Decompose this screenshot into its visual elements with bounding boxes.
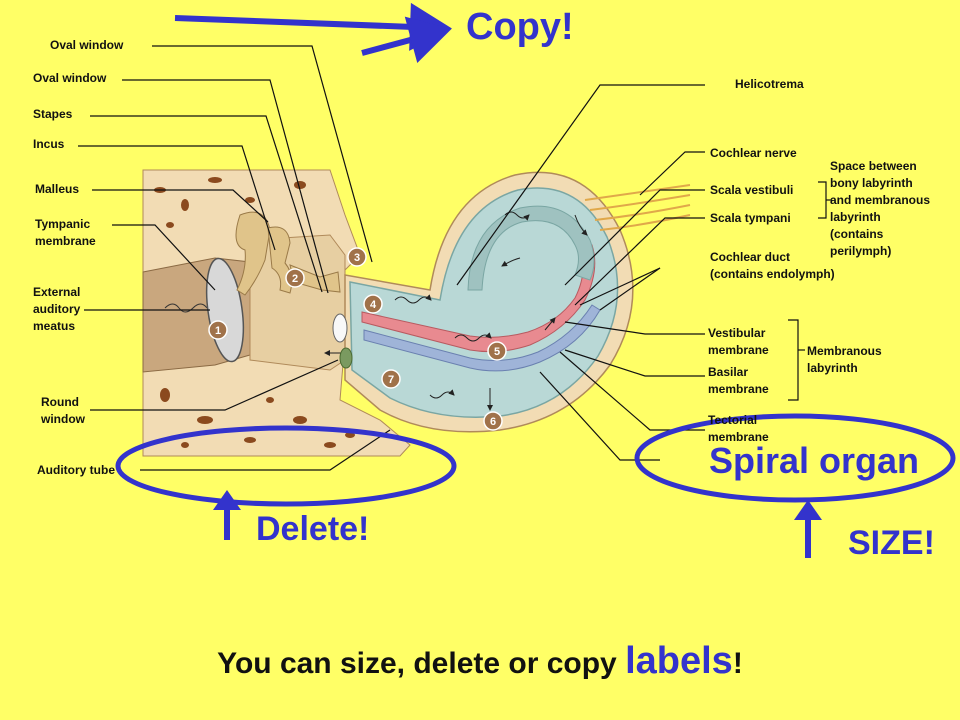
copy-callout: Copy! [466, 6, 574, 48]
label-round-window-line2: window [41, 412, 85, 426]
label-spiral-organ[interactable]: Spiral organ [709, 440, 920, 481]
label-oval-window-1[interactable]: Oval window [50, 38, 124, 52]
label-space-between[interactable]: Space between bony labyrinth and membran… [830, 158, 930, 260]
cochlea [344, 171, 634, 433]
label-tympanic-line1: Tympanic [35, 217, 91, 231]
size-ellipse [634, 413, 956, 503]
label-eam-line1: External [33, 285, 81, 299]
delete-arrow-head [213, 490, 241, 510]
leader-lines [78, 45, 705, 471]
label-space-line2: bony labyrinth [830, 176, 913, 190]
svg-text:2: 2 [292, 273, 298, 285]
size-arrow-head [794, 500, 822, 520]
svg-text:3: 3 [354, 252, 360, 264]
label-space-line3: and membranous [830, 193, 931, 207]
perilymph-bracket [818, 181, 827, 219]
label-cochlear-nerve[interactable]: Cochlear nerve [710, 146, 797, 160]
label-stapes[interactable]: Stapes [33, 107, 73, 121]
label-membranous-labyrinth[interactable]: Membranous labyrinth [807, 343, 882, 377]
flow-arrows [324, 211, 588, 411]
label-membranous-line2: labyrinth [807, 361, 858, 375]
label-external-auditory-meatus[interactable]: External auditory meatus [33, 284, 80, 335]
label-space-line4: labyrinth [830, 210, 881, 224]
step-badge-4: 4 [363, 294, 383, 314]
oval-window-shape [332, 313, 348, 343]
label-oval-window-2[interactable]: Oval window [33, 71, 107, 85]
label-basilar-membrane[interactable]: Basilar membrane [708, 364, 769, 398]
footer-prefix: You can size, delete or copy [217, 647, 626, 680]
delete-callout: Delete! [256, 510, 370, 548]
step-badges: 1 2 3 4 5 6 7 [208, 247, 507, 431]
label-scala-vestibuli[interactable]: Scala vestibuli [710, 183, 794, 197]
size-callout: SIZE! [848, 524, 935, 562]
label-round-window[interactable]: Round window [41, 394, 85, 428]
label-vestibular-line1: Vestibular [708, 326, 766, 340]
label-tectorial-line1: Tectorial [708, 413, 758, 427]
label-malleus[interactable]: Malleus [35, 182, 80, 196]
label-tectorial-line2: membrane [708, 430, 769, 444]
label-auditory-tube[interactable]: Auditory tube [37, 463, 115, 477]
step-badge-6: 6 [483, 411, 503, 431]
label-vestibular-line2: membrane [708, 343, 769, 357]
svg-text:5: 5 [494, 346, 500, 358]
footer-sentence: You can size, delete or copy labels! [0, 640, 960, 683]
copy-arrow-upper [174, 2, 452, 51]
step-badge-2: 2 [285, 268, 305, 288]
label-basilar-line1: Basilar [708, 365, 749, 379]
label-scala-tympani[interactable]: Scala tympani [710, 211, 791, 225]
label-cochlear-duct[interactable]: Cochlear duct (contains endolymph) [710, 249, 835, 283]
label-membranous-line1: Membranous [807, 344, 882, 358]
svg-text:7: 7 [388, 374, 394, 386]
label-space-line5: (contains [830, 227, 884, 241]
step-badge-1: 1 [208, 320, 228, 340]
ossicles [235, 211, 341, 296]
bone-pores [154, 177, 355, 448]
label-round-window-line1: Round [41, 395, 79, 409]
membranous-bracket [788, 319, 799, 401]
sound-wave [164, 303, 208, 313]
label-tectorial-membrane[interactable]: Tectorial membrane [708, 412, 769, 446]
label-tympanic-membrane[interactable]: Tympanic membrane [35, 216, 96, 250]
label-vestibular-membrane[interactable]: Vestibular membrane [708, 325, 769, 359]
footer-accent: labels [625, 640, 733, 682]
round-window-shape [339, 347, 353, 369]
label-tympanic-line2: membrane [35, 234, 96, 248]
label-space-line1: Space between [830, 159, 917, 173]
label-eam-line3: meatus [33, 319, 76, 333]
label-space-line6: perilymph) [830, 244, 892, 258]
step-badge-5: 5 [487, 341, 507, 361]
footer-suffix: ! [732, 647, 743, 680]
label-cochlear-duct-line1: Cochlear duct [710, 250, 791, 264]
label-basilar-line2: membrane [708, 382, 769, 396]
svg-text:4: 4 [370, 299, 377, 311]
label-cochlear-duct-line2: (contains endolymph) [710, 267, 835, 281]
delete-ellipse [115, 425, 457, 507]
svg-text:1: 1 [215, 325, 221, 337]
cochlear-nerve-fibers [584, 184, 691, 231]
label-incus[interactable]: Incus [33, 137, 65, 151]
label-eam-line2: auditory [33, 302, 81, 316]
svg-text:6: 6 [490, 416, 496, 428]
copy-arrow-lower [361, 16, 452, 63]
step-badge-3: 3 [347, 247, 367, 267]
step-badge-7: 7 [381, 369, 401, 389]
label-helicotrema[interactable]: Helicotrema [735, 77, 804, 91]
